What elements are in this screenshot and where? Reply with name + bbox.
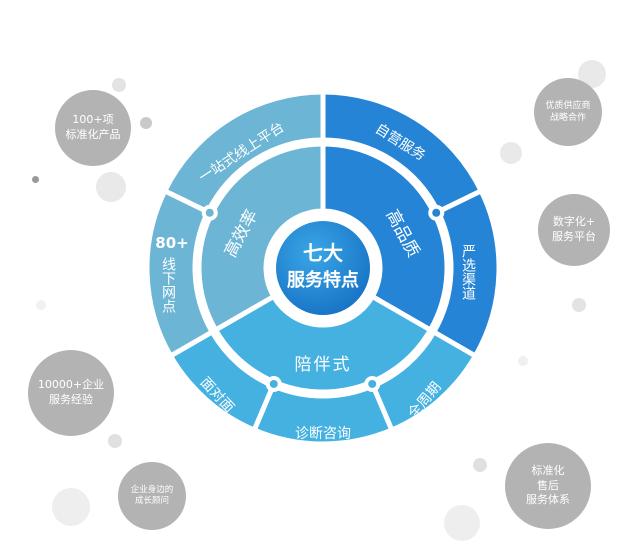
center-title-line1: 七大 <box>303 241 343 265</box>
decor-dot <box>96 172 126 202</box>
bubble-line: 数字化+ <box>552 215 596 229</box>
decor-dot <box>36 300 46 310</box>
item-diagnosis: 诊断咨询 <box>295 426 351 442</box>
item-selected-channels: 严选渠道 <box>460 244 476 301</box>
bubble-standard-products: 100+项 标准化产品 <box>55 90 131 166</box>
item-offline-count: 80+ <box>155 234 188 252</box>
bubble-digital-platform: 数字化+ 服务平台 <box>538 194 610 266</box>
decor-dot <box>572 298 586 312</box>
bubble-line: 服务平台 <box>552 230 596 243</box>
bubble-after-sales: 标准化 售后 服务体系 <box>505 443 591 529</box>
segment-face-to-face <box>167 328 277 434</box>
center-title-line2: 服务特点 <box>287 269 359 291</box>
connector-node-center <box>269 379 278 388</box>
bubble-line: 100+项 <box>72 113 114 127</box>
ring-quality <box>320 141 450 334</box>
decor-dot <box>500 142 522 164</box>
bubble-line: 标准化产品 <box>65 128 121 141</box>
bubble-line: 10000+企业 <box>37 378 105 392</box>
connector-node-center <box>368 379 377 388</box>
decor-dot <box>112 78 126 92</box>
decor-dot <box>52 488 90 526</box>
bubble-line: 成长顾问 <box>134 496 169 506</box>
decor-dot <box>518 356 528 366</box>
connector-node-center <box>205 208 214 217</box>
bubble-line: 优质供应商 <box>545 100 591 111</box>
ring-efficiency <box>196 141 326 334</box>
decor-dot <box>108 434 122 448</box>
decor-dot <box>473 458 487 472</box>
item-offline-outlets: 线下网点 <box>160 257 176 313</box>
bubble-line: 服务体系 <box>526 493 570 507</box>
pillar-companion-label: 陪伴式 <box>295 355 352 375</box>
bubble-line: 企业身边的 <box>130 484 174 495</box>
decor-dot <box>140 117 152 129</box>
connector-node-center <box>432 208 441 217</box>
center-circle <box>270 215 376 321</box>
bubble-line: 服务经验 <box>49 393 93 406</box>
bubble-enterprise-experience: 10000+企业 服务经验 <box>28 350 114 436</box>
decor-dot <box>444 505 480 541</box>
bubble-supplier-partnership: 优质供应商 战略合作 <box>534 78 602 146</box>
bubble-line: 标准化 <box>531 463 565 477</box>
decor-dot <box>32 176 39 183</box>
bubble-growth-advisor: 企业身边的 成长顾问 <box>118 462 186 530</box>
bubble-line: 售后 <box>537 478 559 492</box>
bubble-line: 战略合作 <box>549 113 586 123</box>
